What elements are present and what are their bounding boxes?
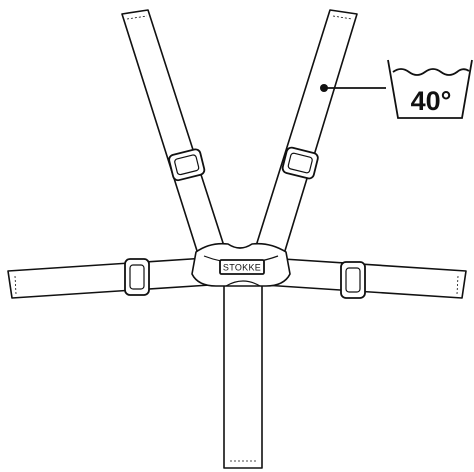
wash-temperature: 40° — [411, 86, 452, 116]
crotch-strap — [223, 281, 263, 469]
washing-tub-icon: 40° — [387, 59, 473, 119]
left-waist-adjuster — [124, 258, 150, 296]
left-shoulder-adjuster — [168, 148, 206, 182]
callout-leader — [320, 84, 386, 92]
right-shoulder-adjuster — [281, 146, 319, 180]
right-shoulder-strap — [255, 9, 358, 255]
central-buckle: STOKKE — [191, 242, 291, 287]
right-waist-adjuster — [340, 261, 366, 299]
left-waist-strap — [7, 257, 211, 299]
left-shoulder-strap — [121, 9, 225, 255]
brand-label: STOKKE — [223, 263, 261, 273]
